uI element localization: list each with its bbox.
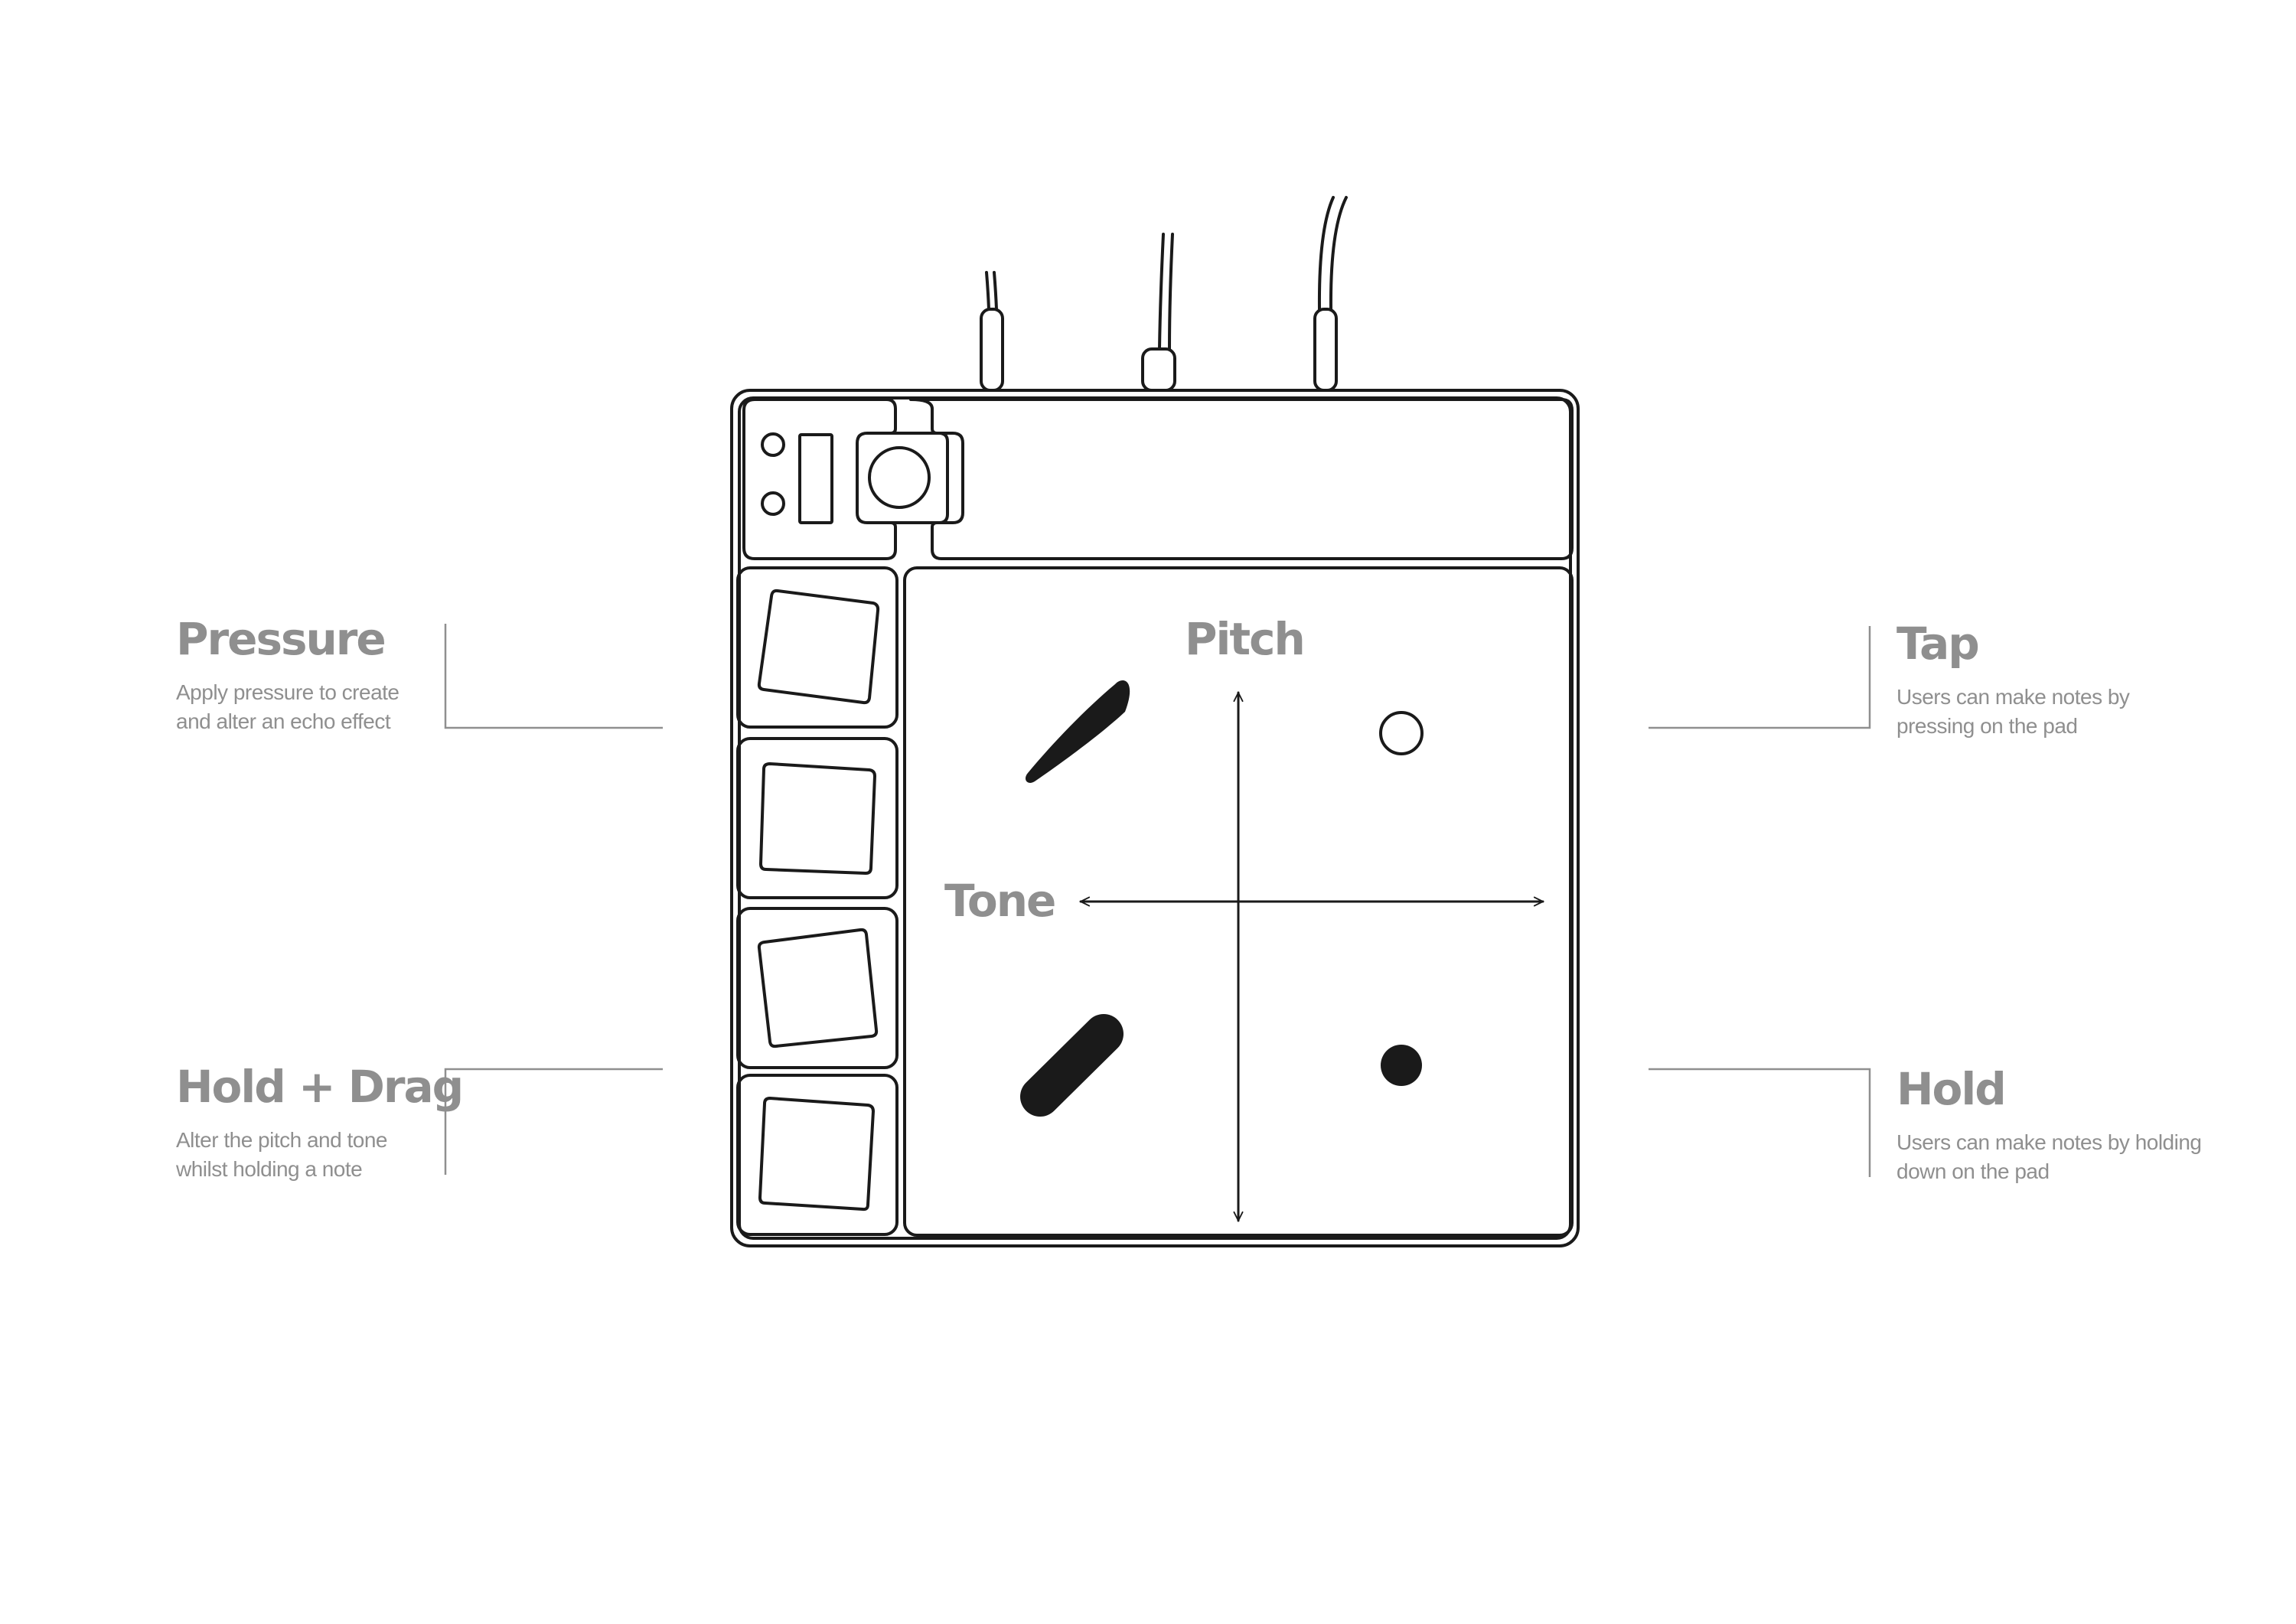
tap-description: Users can make notes by pressing on the … [1896, 683, 2130, 741]
pressure-desc-line-1: Apply pressure to create [176, 680, 400, 704]
hold-drag-annotation: Hold + Drag Alter the pitch and tone whi… [176, 1061, 464, 1184]
hold-drag-title: Hold + Drag [176, 1061, 464, 1113]
side-pad-2[interactable] [759, 762, 876, 875]
pressure-desc-line-2: and alter an echo effect [176, 709, 391, 733]
hold-description: Users can make notes by holding down on … [1896, 1128, 2202, 1186]
hold-leader-line [1649, 1068, 1871, 1177]
pressure-annotation: Pressure Apply pressure to create and al… [176, 617, 400, 736]
connector-left [980, 308, 1004, 392]
xy-touch-pad[interactable] [903, 566, 1574, 1237]
drag-stroke-icon [1020, 1014, 1124, 1117]
open-circle-icon [1379, 711, 1424, 755]
tap-leader-line [1649, 626, 1871, 729]
hold-drag-description: Alter the pitch and tone whilst holding … [176, 1126, 462, 1184]
tap-desc-line-1: Users can make notes by [1896, 685, 2130, 709]
control-panel-outline [742, 398, 897, 560]
pressure-title: Pressure [176, 613, 386, 665]
indicator-light-bottom [761, 491, 785, 516]
device-outer-frame [730, 389, 1580, 1247]
cables [980, 196, 1348, 392]
indicator-light-top [761, 432, 785, 457]
pressure-description: Apply pressure to create and alter an ec… [176, 678, 400, 736]
tap-annotation: Tap Users can make notes by pressing on … [1896, 618, 2130, 741]
hold-drag-desc-line-1: Alter the pitch and tone [176, 1128, 387, 1152]
rotary-knob[interactable] [868, 446, 931, 509]
hold-desc-line-1: Users can make notes by holding [1896, 1130, 2202, 1154]
stroke-icon [1025, 680, 1130, 783]
side-pad-4[interactable] [758, 1097, 875, 1211]
cable-middle [1158, 233, 1174, 351]
tone-axis-label: Tone [944, 875, 1056, 927]
hold-drag-desc-line-2: whilst holding a note [176, 1157, 363, 1181]
side-pad-slot-4 [736, 1074, 899, 1236]
hold-title: Hold [1896, 1063, 2007, 1115]
connector-right [1313, 308, 1338, 392]
connector-middle [1141, 347, 1176, 392]
pitch-axis-label: Pitch [1185, 613, 1306, 665]
top-display-area [909, 398, 1574, 560]
cable-right [1317, 196, 1348, 311]
side-pads [736, 566, 899, 1236]
hold-desc-line-2: down on the pad [1896, 1159, 2050, 1183]
pressure-leader-line [444, 624, 663, 729]
tap-desc-line-2: pressing on the pad [1896, 714, 2078, 738]
side-pad-slot-2 [736, 737, 899, 899]
side-pad-slot-1 [736, 566, 899, 729]
tap-title: Tap [1896, 618, 1980, 670]
side-pad-1[interactable] [757, 589, 880, 705]
slider-slot[interactable] [798, 433, 833, 524]
hold-drag-leader-line [444, 1068, 663, 1175]
cable-left [985, 271, 998, 311]
side-pad-3[interactable] [757, 928, 879, 1048]
filled-circle-icon [1381, 1045, 1422, 1086]
hold-annotation: Hold Users can make notes by holding dow… [1896, 1067, 2202, 1186]
side-pad-slot-3 [736, 907, 899, 1069]
